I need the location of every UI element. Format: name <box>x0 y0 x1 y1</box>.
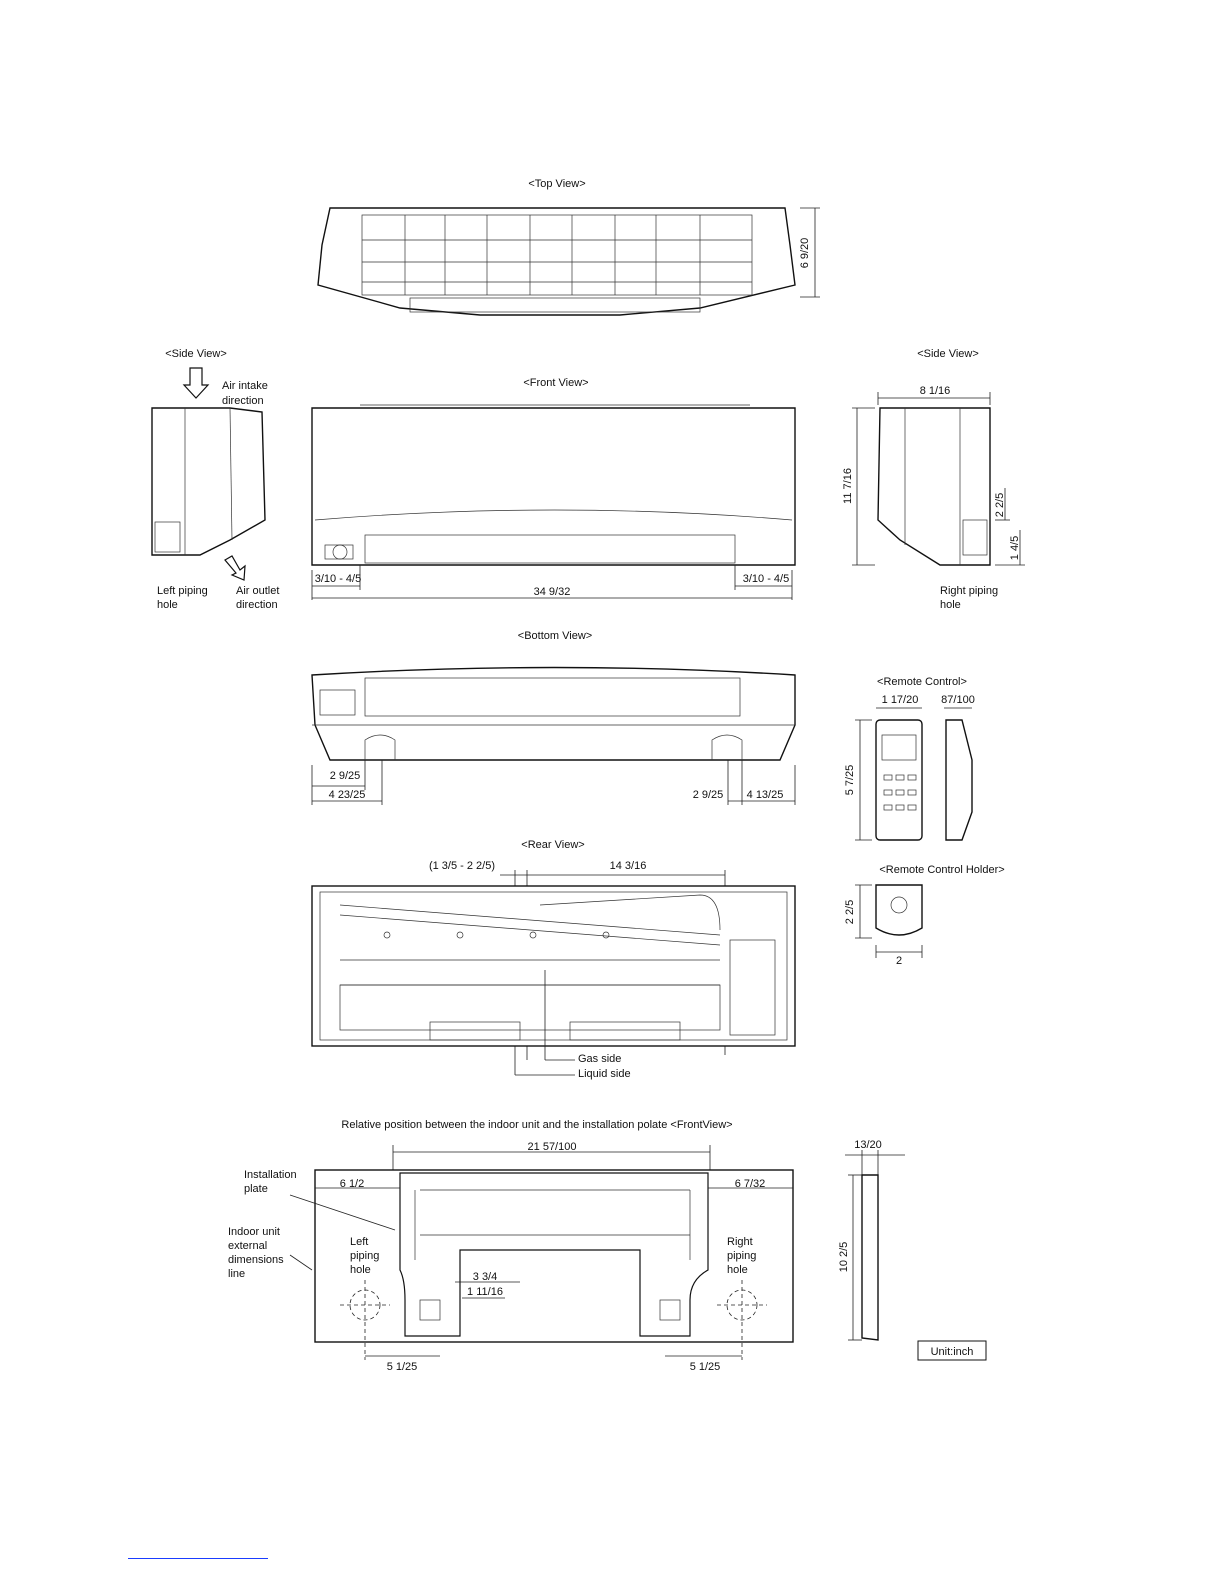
label-right-piping-1: Right piping <box>940 585 998 597</box>
label-left-piping-hole-2: piping <box>350 1250 379 1262</box>
dim-right-hole-upper: 2 2/5 <box>994 493 1006 517</box>
dim-bottom-right-outer: 4 13/25 <box>747 789 784 801</box>
rear-view: <Rear View> (1 3/5 - 2 2/5) 14 3/16 Gas … <box>311 839 796 1080</box>
dim-top-depth: 6 9/20 <box>799 238 811 269</box>
side-view-left: <Side View> Air intake direction Left pi… <box>151 348 279 611</box>
relative-position-title: Relative position between the indoor uni… <box>341 1119 732 1131</box>
label-right-piping-hole-1: Right <box>727 1236 753 1248</box>
dim-plate-hole-left: 5 1/25 <box>387 1361 418 1373</box>
remote-control-title: <Remote Control> <box>877 676 967 688</box>
label-unit: Unit:inch <box>931 1346 974 1358</box>
front-view: <Front View> 3/10 - 4/5 3/10 - 4/5 34 9/… <box>311 377 796 600</box>
dim-bottom-left-outer: 4 23/25 <box>329 789 366 801</box>
bottom-view-title: <Bottom View> <box>518 630 592 642</box>
label-right-piping-2: hole <box>940 599 961 611</box>
front-view-title: <Front View> <box>523 377 588 389</box>
dim-rear-pipe-span: 14 3/16 <box>610 860 647 872</box>
dim-height: 11 7/16 <box>842 468 854 504</box>
label-air-intake-2: direction <box>222 395 264 407</box>
label-liquid-side: Liquid side <box>578 1068 631 1080</box>
label-air-intake-1: Air intake <box>222 380 268 392</box>
label-air-outlet-2: direction <box>236 599 278 611</box>
air-intake-arrow-icon <box>182 367 210 399</box>
dim-front-right-offset: 3/10 - 4/5 <box>743 573 789 585</box>
side-view-left-title: <Side View> <box>165 348 227 360</box>
dim-plate-height: 10 2/5 <box>838 1242 850 1273</box>
remote-holder-title: <Remote Control Holder> <box>879 864 1004 876</box>
label-left-piping-2: hole <box>157 599 178 611</box>
label-left-piping-1: Left piping <box>157 585 208 597</box>
dim-plate-hole-right: 5 1/25 <box>690 1361 721 1373</box>
unit-box <box>917 1340 987 1361</box>
side-view-right-title: <Side View> <box>917 348 979 360</box>
dim-plate-thickness: 13/20 <box>854 1139 882 1151</box>
dim-right-hole-lower: 1 4/5 <box>1009 536 1021 560</box>
dim-width: 34 9/32 <box>534 586 571 598</box>
dim-plate-center-2: 1 11/16 <box>467 1286 503 1298</box>
label-installation-plate-2: plate <box>244 1183 268 1195</box>
label-left-piping-hole-3: hole <box>350 1264 371 1276</box>
dim-holder-height: 2 2/5 <box>844 900 856 924</box>
bottom-view: <Bottom View> 2 9/25 4 23/25 2 9/25 4 13… <box>311 630 796 805</box>
dim-bottom-right-inner: 2 9/25 <box>693 789 724 801</box>
installation-plate-shape <box>399 1172 709 1337</box>
dim-plate-right: 6 7/32 <box>735 1178 766 1190</box>
footer-rule <box>128 1558 268 1559</box>
dim-plate-width: 21 57/100 <box>528 1141 577 1153</box>
top-view-title: <Top View> <box>528 178 585 190</box>
label-gas-side: Gas side <box>578 1053 621 1065</box>
label-indoor-unit-3: dimensions <box>228 1254 284 1266</box>
dim-remote-width: 1 17/20 <box>882 694 919 706</box>
label-right-piping-hole-3: hole <box>727 1264 748 1276</box>
dim-plate-center-1: 3 3/4 <box>473 1271 497 1283</box>
dim-plate-left: 6 1/2 <box>340 1178 364 1190</box>
dim-bottom-left-inner: 2 9/25 <box>330 770 361 782</box>
rear-view-title: <Rear View> <box>521 839 584 851</box>
dim-remote-depth: 87/100 <box>941 694 975 706</box>
label-right-piping-hole-2: piping <box>727 1250 756 1262</box>
side-view-right: <Side View> 8 1/16 11 7/16 2 2/5 1 4/5 R… <box>842 348 1025 611</box>
dim-holder-width: 2 <box>896 955 902 967</box>
installation-plate-view: Relative position between the indoor uni… <box>228 1119 794 1373</box>
dim-rear-pipe-range: (1 3/5 - 2 2/5) <box>429 860 495 872</box>
label-indoor-unit-1: Indoor unit <box>228 1226 280 1238</box>
label-indoor-unit-4: line <box>228 1268 245 1280</box>
remote-control: <Remote Control> 1 17/20 87/100 5 7/25 <box>844 676 975 841</box>
label-air-outlet-1: Air outlet <box>236 585 279 597</box>
indoor-unit-outline <box>314 1169 794 1343</box>
dim-remote-height: 5 7/25 <box>844 765 856 796</box>
top-view: <Top View> 6 9/20 <box>317 178 820 316</box>
label-indoor-unit-2: external <box>228 1240 267 1252</box>
label-left-piping-hole-1: Left <box>350 1236 368 1248</box>
plate-side-view: 13/20 10 2/5 Unit:inch <box>838 1139 987 1361</box>
dim-side-depth: 8 1/16 <box>920 385 951 397</box>
dim-front-left-offset: 3/10 - 4/5 <box>315 573 361 585</box>
label-installation-plate-1: Installation <box>244 1169 297 1181</box>
air-outlet-arrow-icon <box>224 555 246 581</box>
remote-control-holder: <Remote Control Holder> 2 2/5 2 <box>844 864 1005 967</box>
